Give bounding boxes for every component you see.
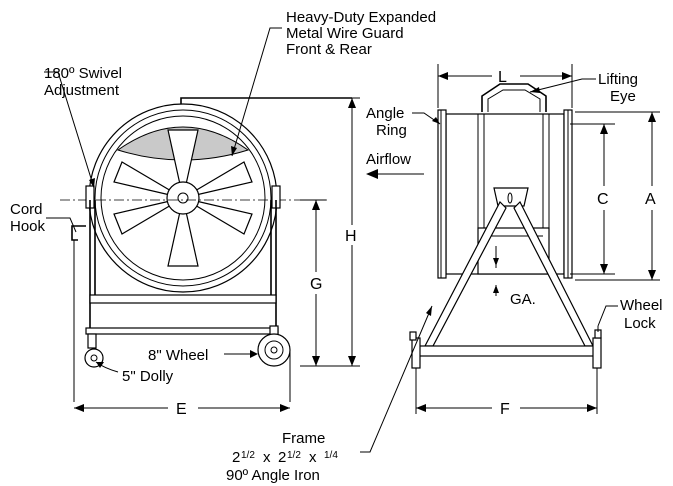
lifting-label-2: Eye: [610, 88, 636, 105]
airflow-label: Airflow: [366, 151, 411, 168]
lifting-eye: [481, 83, 547, 112]
angle-label-2: Ring: [376, 122, 407, 139]
internal-frame: [477, 114, 550, 228]
dim-F: F: [500, 401, 510, 418]
frame-size-x2: x: [309, 449, 317, 466]
swivel-label-2: Adjustment: [44, 82, 120, 99]
wheel-lock-label-1: Wheel: [620, 297, 663, 314]
guard-label-1: Heavy-Duty Expanded: [286, 9, 436, 26]
angle-ring-left: [437, 109, 447, 279]
dim-C: C: [597, 191, 609, 208]
cord-label-1: Cord: [10, 201, 43, 218]
leader-lines: [44, 27, 618, 453]
cord-label-2: Hook: [10, 218, 46, 235]
wheel-right: [592, 337, 602, 369]
swivel-mount: [493, 187, 529, 207]
front-view: [60, 97, 352, 402]
guard-label-2: Metal Wire Guard: [286, 25, 404, 42]
dim-E: E: [176, 401, 187, 418]
eight-inch-wheel: [257, 333, 291, 367]
angle-label-1: Angle: [366, 105, 404, 122]
guard-label-3: Front & Rear: [286, 41, 372, 58]
side-view: [409, 83, 602, 414]
text-labels: Heavy-Duty Expanded Metal Wire Guard Fro…: [10, 9, 663, 484]
side-dimensions: [416, 64, 660, 412]
cord-hook: [71, 225, 86, 241]
dim-A: A: [645, 191, 656, 208]
frame-desc: 90º Angle Iron: [226, 467, 320, 484]
front-crossbar-lower: [85, 327, 279, 335]
front-frame-legs: [89, 200, 277, 332]
hub-center: [177, 192, 189, 204]
dolly-mount: [87, 333, 97, 349]
dim-G: G: [310, 276, 322, 293]
front-housing-inner: [94, 109, 272, 287]
frame-size-a: 2: [232, 449, 240, 466]
hub: [166, 181, 200, 215]
frame-size-a-frac: 1/2: [241, 450, 255, 461]
dim-H: H: [345, 228, 357, 245]
frame-base: [417, 345, 597, 357]
swivel-label-1: 180º Swivel: [44, 65, 122, 82]
front-crossbar-upper: [89, 294, 277, 304]
propeller: [113, 129, 253, 267]
dolly-5-label: 5" Dolly: [122, 368, 174, 385]
frame-title: Frame: [282, 430, 325, 447]
front-guard-ring: [100, 115, 266, 281]
ga-label: GA.: [510, 291, 536, 308]
front-frame-legs-inner: [94, 200, 272, 295]
frame-size-b-frac: 1/2: [287, 450, 301, 461]
lifting-label-1: Lifting: [598, 71, 638, 88]
wheel-lock-label-2: Lock: [624, 315, 656, 332]
dim-L: L: [498, 69, 507, 86]
frame-size-c-frac: 1/4: [324, 450, 338, 461]
wheel-8-label: 8" Wheel: [148, 347, 208, 364]
frame-size-b: 2: [278, 449, 286, 466]
frame-size-x1: x: [263, 449, 271, 466]
front-dimensions: [74, 97, 360, 412]
